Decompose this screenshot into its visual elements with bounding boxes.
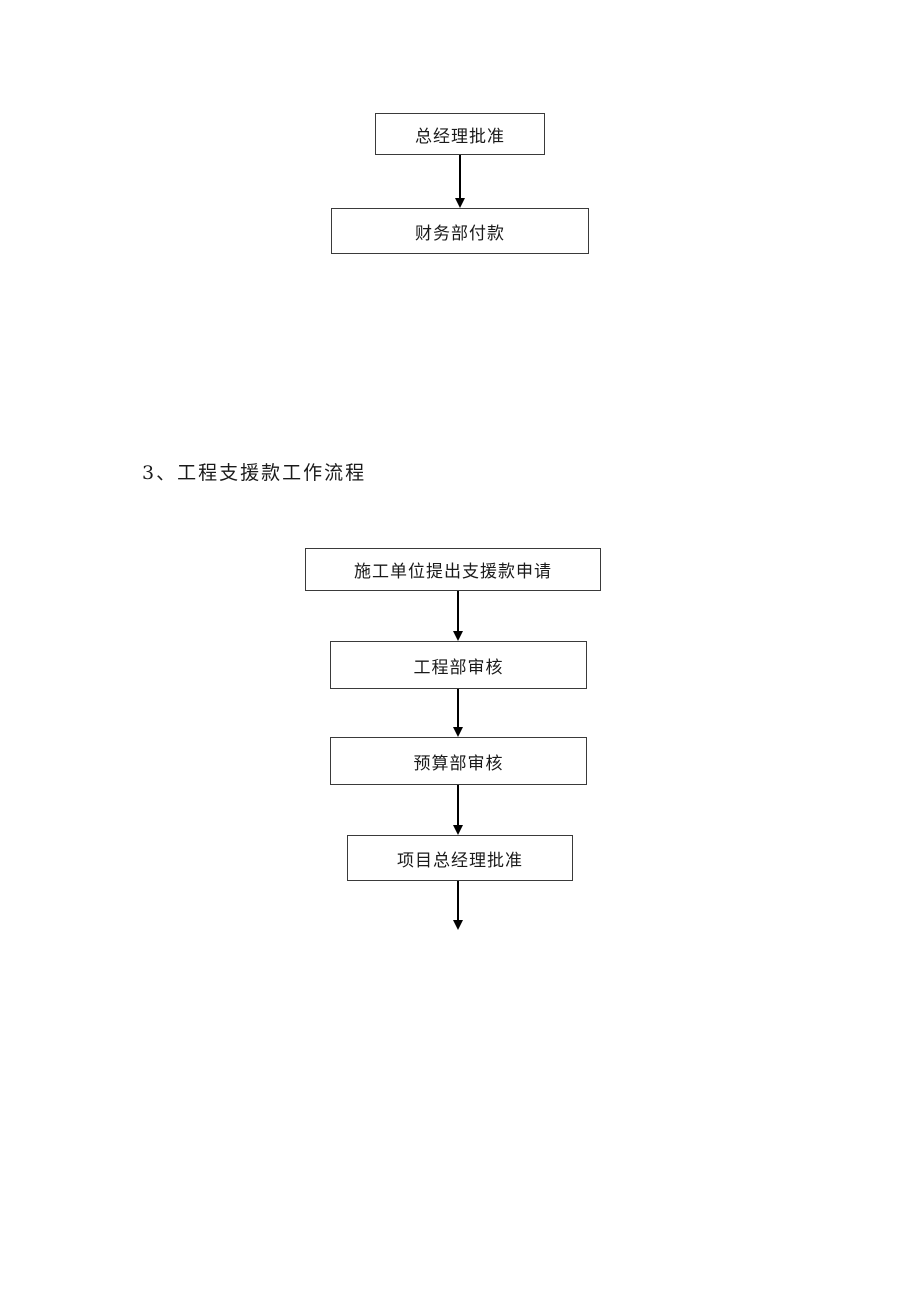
arrow-head-icon xyxy=(455,198,465,208)
arrow-line xyxy=(457,785,459,825)
arrow-line xyxy=(457,689,459,727)
arrow-head-icon xyxy=(453,825,463,835)
down-arrow xyxy=(454,155,466,208)
flow-node-general-manager-approval: 总经理批准 xyxy=(375,113,545,155)
flow-node-budget-dept-review: 预算部审核 xyxy=(330,737,587,785)
arrow-line xyxy=(457,591,459,631)
arrow-head-icon xyxy=(453,727,463,737)
flow-node-project-gm-approval: 项目总经理批准 xyxy=(347,835,573,881)
section-heading: 3、工程支援款工作流程 xyxy=(142,462,367,484)
down-arrow xyxy=(452,591,464,641)
down-arrow-trailing xyxy=(452,881,464,930)
arrow-line xyxy=(459,155,461,198)
arrow-head-icon xyxy=(453,920,463,930)
flow-node-support-fund-application: 施工单位提出支援款申请 xyxy=(305,548,601,591)
flow-node-engineering-dept-review: 工程部审核 xyxy=(330,641,587,689)
flow-node-finance-payment: 财务部付款 xyxy=(331,208,589,254)
down-arrow xyxy=(452,785,464,835)
down-arrow xyxy=(452,689,464,737)
arrow-line xyxy=(457,881,459,920)
arrow-head-icon xyxy=(453,631,463,641)
